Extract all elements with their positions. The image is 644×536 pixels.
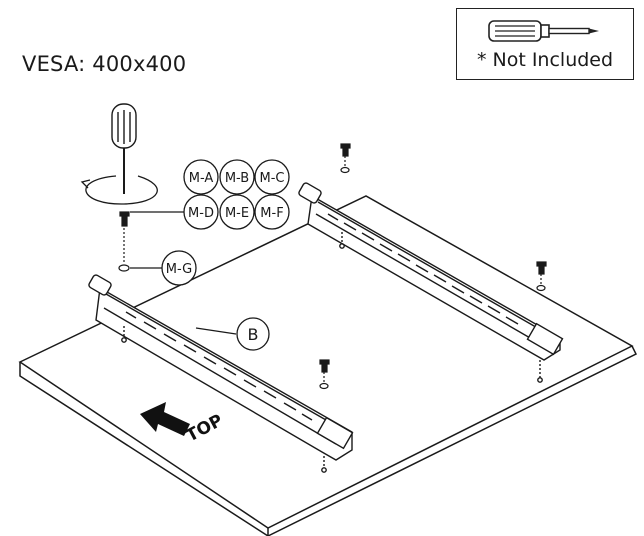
monitor-panel <box>18 195 638 536</box>
screw-top-right <box>340 143 351 174</box>
vesa-title: VESA: 400x400 <box>22 52 187 76</box>
label-m-b: M-B <box>225 171 249 186</box>
top-direction-arrow-icon <box>140 402 190 436</box>
screwdriver-icon <box>488 20 599 42</box>
label-m-g: M-G <box>166 262 192 277</box>
rotation-arrow-icon <box>80 175 158 205</box>
bracket-front <box>88 274 354 473</box>
callout-m-c <box>254 159 290 195</box>
screw-front-right <box>319 359 330 390</box>
callout-m-g <box>161 250 197 286</box>
label-m-c: M-C <box>260 171 285 186</box>
screwdriver-tool-icon <box>111 103 137 194</box>
label-m-a: M-A <box>189 171 214 186</box>
screw-left <box>118 211 130 272</box>
not-included-text: * Not Included <box>476 49 614 71</box>
callout-m-e <box>219 194 255 230</box>
callout-m-f <box>254 194 290 230</box>
screw-mid-right <box>536 261 547 292</box>
callout-m-b <box>219 159 255 195</box>
label-m-d: M-D <box>188 206 214 221</box>
callout-m-a <box>183 159 219 195</box>
callout-b <box>236 317 270 351</box>
bracket-rear <box>298 182 564 383</box>
screw-callouts <box>161 159 290 351</box>
label-bracket-b: B <box>248 325 259 344</box>
not-included-legend: * Not Included <box>456 8 634 80</box>
label-m-f: M-F <box>260 206 283 221</box>
label-m-e: M-E <box>225 206 249 221</box>
callout-m-d <box>183 194 219 230</box>
